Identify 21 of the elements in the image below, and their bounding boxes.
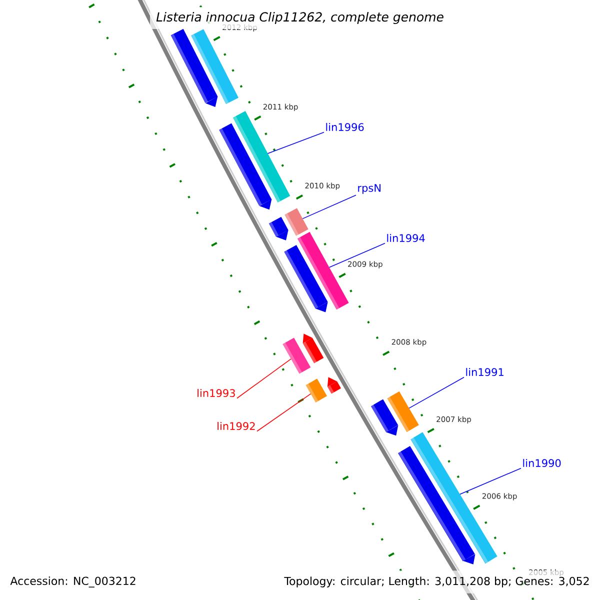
gene-label: lin1993: [198, 388, 235, 398]
gene-label: lin1996: [326, 122, 364, 132]
gene-label: lin1994: [387, 234, 425, 242]
leader-line: [236, 358, 292, 399]
accession-text: Accession: NC_003212: [10, 576, 136, 588]
gene-bar: [306, 378, 327, 402]
gene-label: lin1992: [218, 422, 255, 430]
gene-label: lin1991: [466, 368, 504, 376]
gene-bar: [282, 338, 311, 374]
gene-bar: [232, 111, 290, 203]
leader-line: [328, 242, 386, 268]
leader-line: [408, 376, 464, 409]
gene-bar: [387, 391, 419, 432]
gene-label: rpsN: [358, 184, 380, 194]
gene-bar: [297, 232, 349, 310]
leader-line: [302, 194, 356, 220]
leader-line: [460, 468, 522, 495]
gene-label: lin1990: [523, 458, 561, 468]
leader-line: [256, 393, 312, 432]
gene-bar: [284, 208, 308, 236]
leader-line: [267, 132, 324, 154]
